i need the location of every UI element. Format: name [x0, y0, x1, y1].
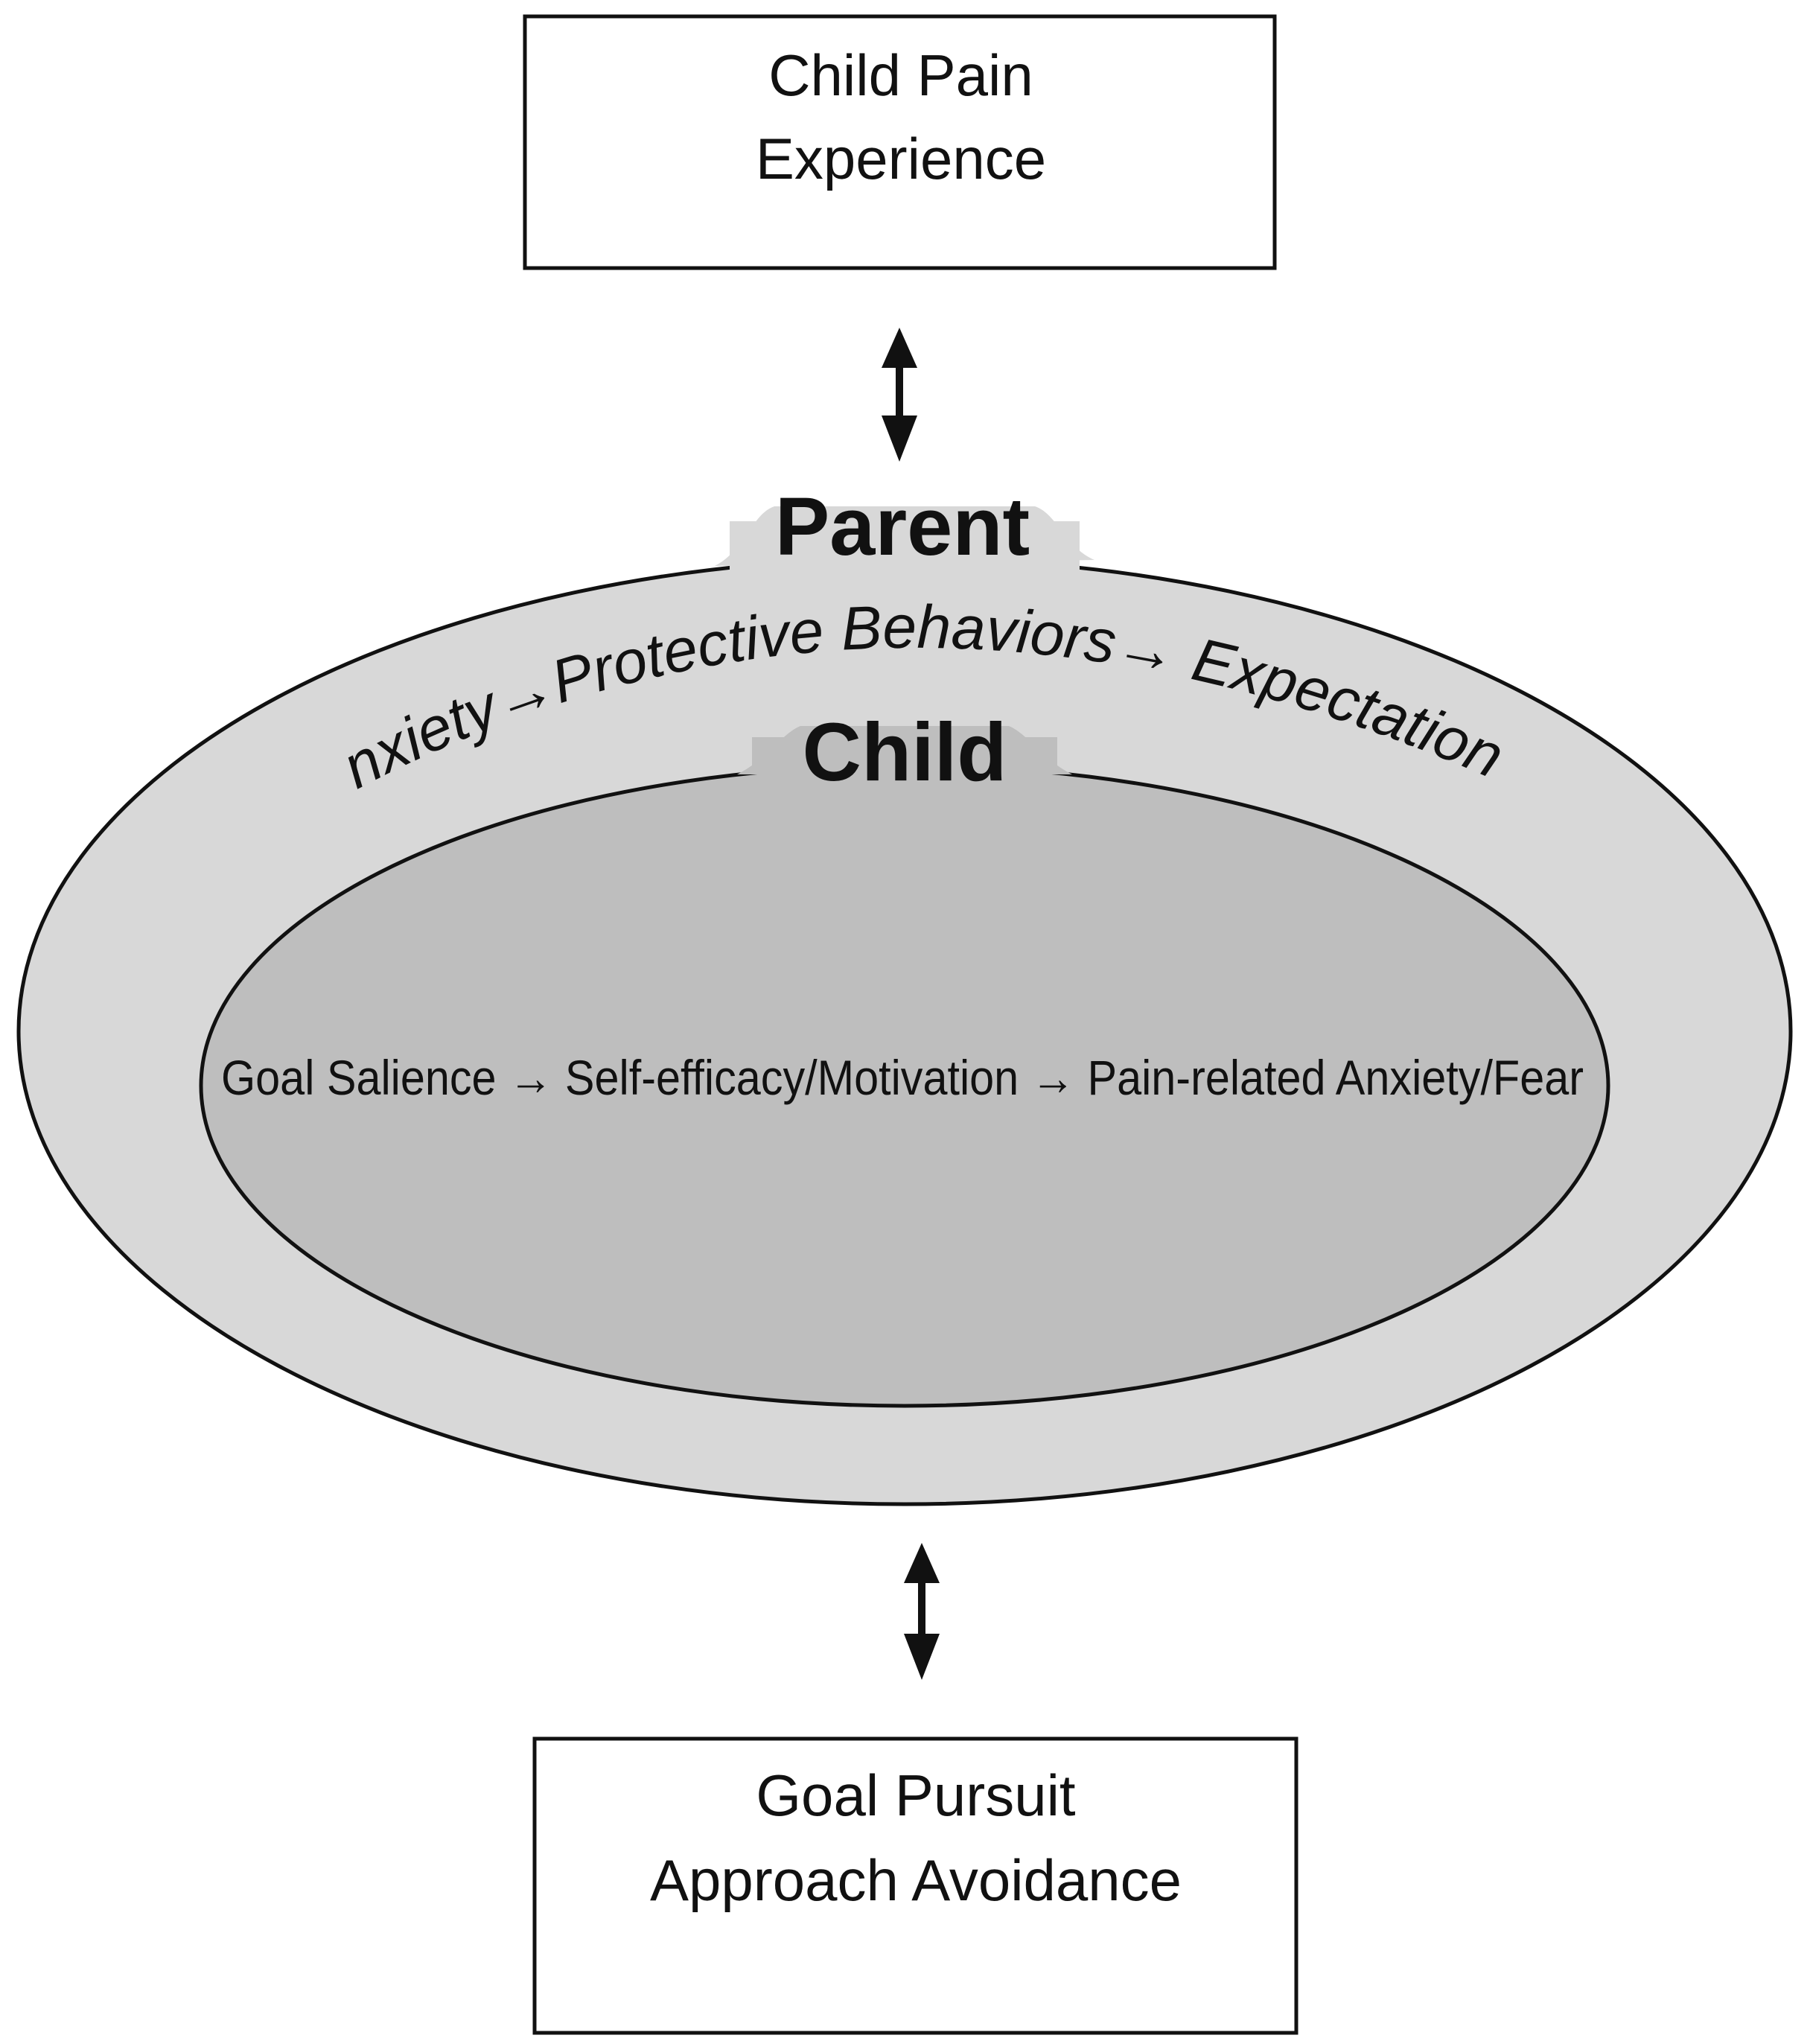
bottom-arrow-down-head-icon [904, 1634, 940, 1680]
parent-label-mask [730, 521, 1080, 581]
parent-title: Parent [775, 481, 1030, 573]
top-arrow-down-head-icon [882, 416, 917, 462]
bottom-box-line2: Approach Avoidance [650, 1847, 1182, 1913]
bottom-bidirectional-arrow [904, 1543, 940, 1680]
top-bidirectional-arrow [882, 328, 917, 462]
child-chain-text: Goal Salience → Self-efficacy/Motivation… [221, 1050, 1584, 1105]
top-box-line2: Experience [756, 126, 1046, 191]
bottom-box-frame [532, 1736, 1298, 2035]
top-arrow-up-head-icon [882, 328, 917, 368]
child-pain-experience-box: Child Pain Experience [523, 14, 1277, 270]
goal-pursuit-box: Goal Pursuit Approach Avoidance [532, 1736, 1298, 2035]
child-title: Child [803, 707, 1007, 798]
top-box-line1: Child Pain [768, 42, 1033, 108]
child-label-mask [752, 737, 1057, 771]
top-box-frame [523, 14, 1277, 270]
bottom-box-line1: Goal Pursuit [756, 1763, 1076, 1828]
bottom-arrow-up-head-icon [904, 1543, 940, 1583]
